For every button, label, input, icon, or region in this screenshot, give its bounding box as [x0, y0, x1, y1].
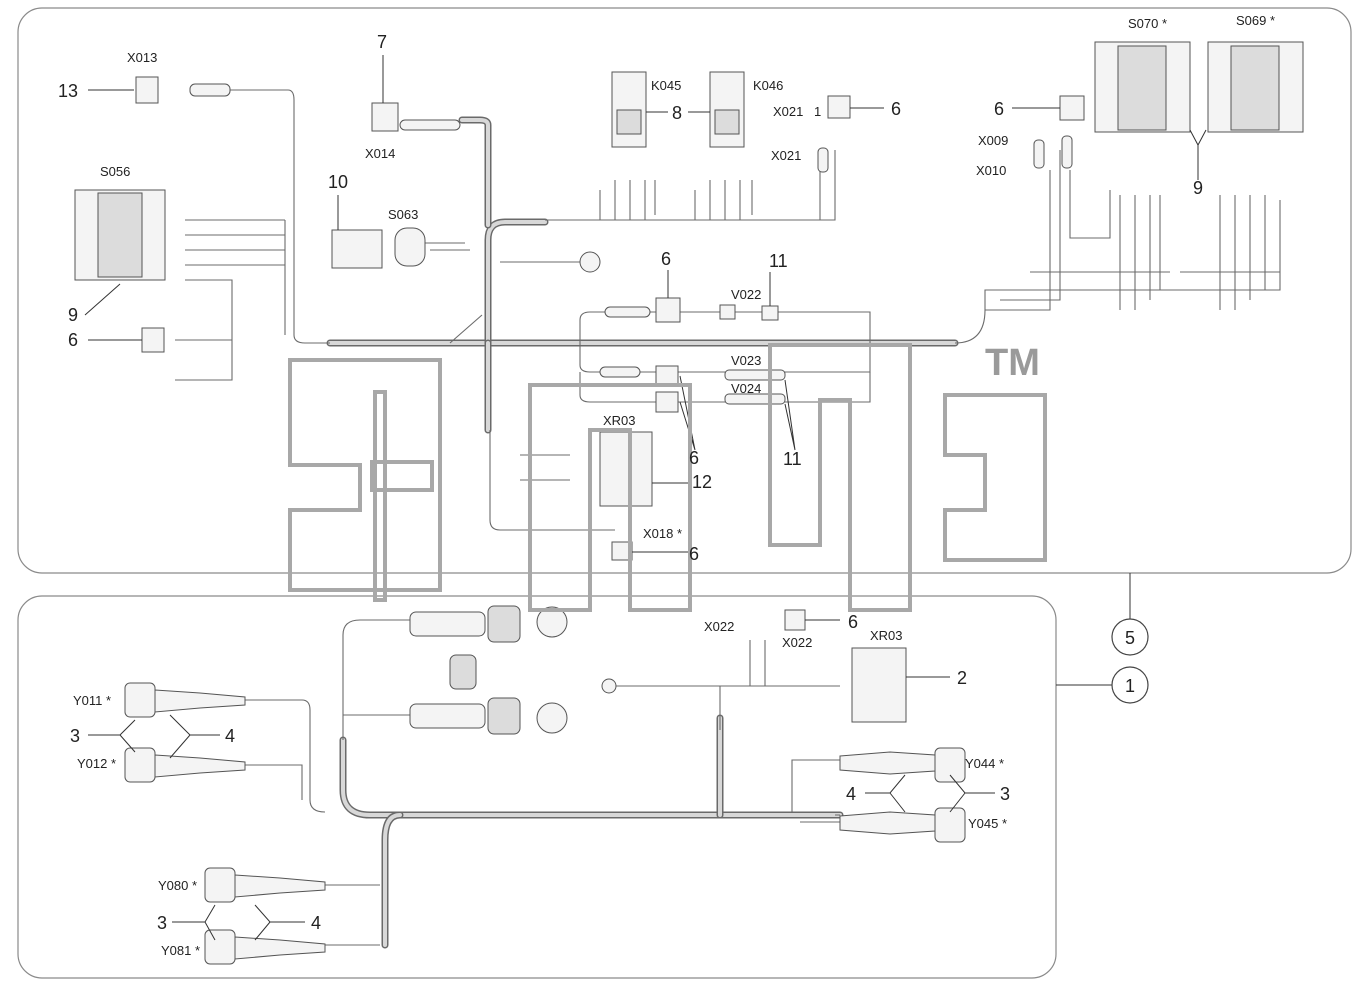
lower-wires	[245, 619, 840, 946]
connector-6-right	[1059, 95, 1085, 121]
callout-6-x021: 6	[891, 99, 901, 119]
label-S069: S069 *	[1236, 13, 1275, 28]
label-XR03-upper: XR03	[603, 413, 636, 428]
callout-3-bottom: 3	[157, 913, 167, 933]
lower-main-trunk	[339, 714, 844, 949]
label-X021-upper: X021	[773, 104, 803, 119]
callout-3-left: 3	[70, 726, 80, 746]
label-Y081: Y081 *	[161, 943, 200, 958]
callout-7: 7	[377, 32, 387, 52]
connector-X021	[827, 95, 851, 119]
callout-10: 10	[328, 172, 348, 192]
label-X013: X013	[127, 50, 157, 65]
callout-6-mid: 6	[661, 249, 671, 269]
label-X010: X010	[976, 163, 1006, 178]
callout-2: 2	[957, 668, 967, 688]
callout-3-right: 3	[1000, 784, 1010, 804]
label-X021-pin: 1	[814, 104, 821, 119]
upper-wires	[175, 89, 1281, 531]
callout-9-left: 9	[68, 305, 78, 325]
label-Y011: Y011 *	[73, 693, 111, 708]
valve-Y081	[204, 929, 236, 965]
label-X014: X014	[365, 146, 395, 161]
callout-9-right: 9	[1193, 178, 1203, 198]
callout-6-x022: 6	[848, 612, 858, 632]
switch-S063	[394, 227, 426, 267]
label-K045: K045	[651, 78, 681, 93]
watermark-logo: TM	[288, 342, 1047, 612]
label-X021-lower: X021	[771, 148, 801, 163]
callout-4-bottom: 4	[311, 913, 321, 933]
connector-top-plug	[409, 611, 486, 637]
label-Y080: Y080 *	[158, 878, 197, 893]
label-S063: S063	[388, 207, 418, 222]
valve-Y044	[934, 747, 966, 783]
callout-6-left: 6	[68, 330, 78, 350]
callout-11-top: 11	[769, 251, 788, 271]
plug-X013-lead	[189, 83, 231, 97]
label-Y044: Y044 *	[965, 756, 1004, 771]
connector-6-left	[141, 327, 165, 353]
connector-mid-plug	[409, 703, 486, 729]
connector-XR03-lower	[851, 647, 907, 723]
callout-4-left: 4	[225, 726, 235, 746]
connector-X022	[784, 609, 806, 631]
valve-Y011	[124, 682, 156, 718]
callout-numbers: 13 7 10 8 6 6 9 9 6 6 11 6 11 12 6 6 2 3…	[58, 32, 1203, 933]
connector-X013	[135, 76, 159, 104]
label-X022-left: X022	[704, 619, 734, 634]
callout-12: 12	[692, 472, 712, 492]
connector-X014	[371, 102, 399, 132]
callout-11-bottom: 11	[783, 449, 802, 469]
label-Y045: Y045 *	[968, 816, 1007, 831]
callout-6-x018: 6	[689, 544, 699, 564]
label-V023: V023	[731, 353, 761, 368]
lower-harness-panel	[17, 595, 1057, 979]
callout-8: 8	[672, 103, 682, 123]
callout-5-text: 5	[1125, 628, 1135, 648]
upper-harness-panel	[17, 7, 1352, 574]
label-XR03-lower: XR03	[870, 628, 903, 643]
callout-1-text: 1	[1125, 676, 1135, 696]
valve-Y080	[204, 867, 236, 903]
leader-lines	[84, 55, 1207, 941]
callout-6-xr03: 6	[689, 448, 699, 468]
watermark-tm: TM	[985, 342, 1040, 384]
connector-XR03-upper	[599, 431, 653, 507]
label-V022: V022	[731, 287, 761, 302]
label-V024: V024	[731, 381, 761, 396]
label-S056: S056	[100, 164, 130, 179]
lower-components	[124, 605, 966, 965]
callout-6-right: 6	[994, 99, 1004, 119]
valve-Y012	[124, 747, 156, 783]
callout-circle-1	[1111, 666, 1149, 704]
callout-circle-5	[1111, 618, 1149, 656]
connector-6-mid	[655, 297, 681, 323]
callout-13: 13	[58, 81, 78, 101]
callout-4-right: 4	[846, 784, 856, 804]
label-X022-right: X022	[782, 635, 812, 650]
label-X009: X009	[978, 133, 1008, 148]
label-Y012: Y012 *	[77, 756, 116, 771]
label-K046: K046	[753, 78, 783, 93]
label-S070: S070 *	[1128, 16, 1167, 31]
valve-Y045	[934, 807, 966, 843]
relay-10	[331, 229, 383, 269]
label-X018: X018 *	[643, 526, 682, 541]
component-labels: X013 X014 S056 S063 K045 K046 X021 1 X02…	[73, 13, 1275, 958]
